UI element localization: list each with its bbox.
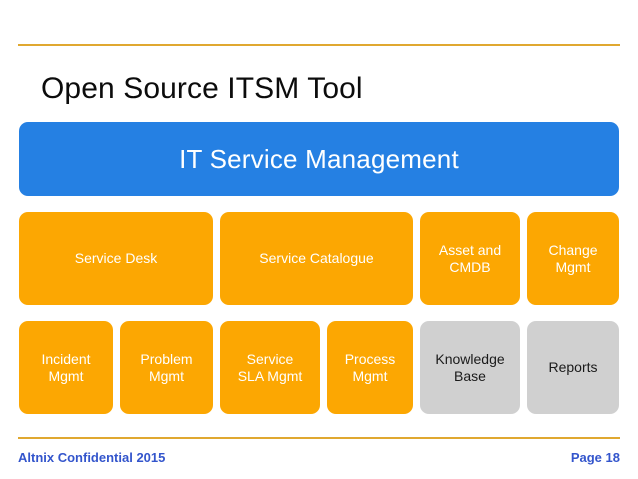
capability-tile-label: Reports [548, 359, 598, 375]
capability-tile-label: Service Catalogue [259, 250, 374, 266]
itsm-banner: IT Service Management [19, 122, 619, 196]
page-title: Open Source ITSM Tool [41, 72, 363, 105]
title-divider-rule [18, 44, 620, 46]
footer-confidentiality-note: Altnix Confidential 2015 [18, 450, 166, 465]
capability-tile[interactable]: Service Desk [19, 212, 213, 305]
capability-tile[interactable]: Service Catalogue [220, 212, 413, 305]
capability-tile-label: Service Desk [74, 250, 158, 266]
footer-divider-rule [18, 437, 620, 439]
footer-page-number: Page 18 [570, 450, 620, 465]
capability-tile[interactable]: Reports [527, 321, 619, 414]
itsm-banner-label: IT Service Management [179, 144, 459, 174]
